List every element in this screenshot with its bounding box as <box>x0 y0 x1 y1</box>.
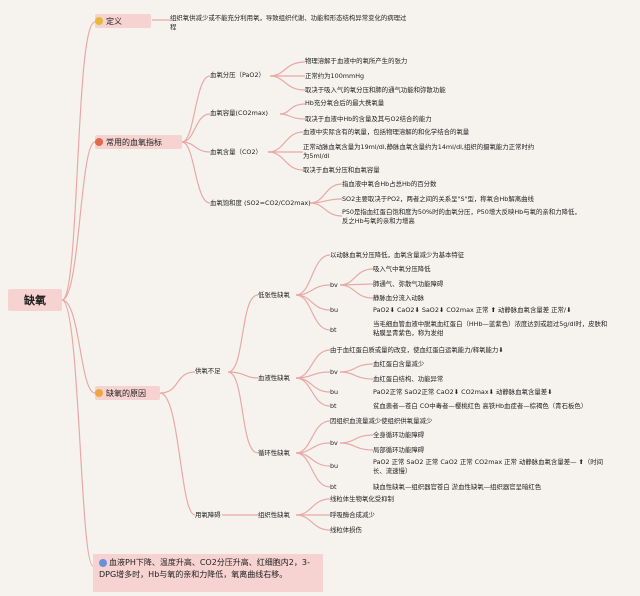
hypotonic-bv-item: 吸入气中氧分压降低 <box>373 265 431 273</box>
hypotonic-bu: bu <box>330 306 339 314</box>
cause-icon <box>95 389 103 397</box>
note-icon <box>99 558 107 567</box>
histogenous-item: 线粒体生物氧化受抑制 <box>330 495 394 503</box>
hemic-bu-text: PaO2正常 SaO2正常 CaO2⬇ CO2max⬇ 动静脉血氧含量差⬇ <box>373 388 553 396</box>
circulatory-bv: bv <box>330 439 338 447</box>
hemic-bu: bu <box>330 388 339 396</box>
oxygen-curve-note[interactable]: 血液PH下降、温度升高、CO2分压升高、红细胞内2，3-DPG增多时，Hb与氧的… <box>93 554 323 592</box>
circulatory-bv-item: 全身循环功能障碍 <box>373 431 425 439</box>
utilization-disorder: 用氧障碍 <box>195 511 221 519</box>
index-note: Hb充分氧合后的最大携氧量 <box>305 99 385 107</box>
circulatory-desc: 因组织血流量减少使组织供氧量减少 <box>330 417 433 425</box>
index-note: 正常约为100mmHg <box>305 72 365 80</box>
hemic-bt: bt <box>330 402 337 410</box>
index-note: SO2主要取决于PO2，两者之间的关系呈"S"型，称氧合Hb解离曲线 <box>342 195 534 203</box>
index-label: 常用的血氧指标 <box>106 137 162 147</box>
circulatory-bt: bt <box>330 483 337 491</box>
index-note: 取决于血氧分压和血氧容量 <box>303 166 380 174</box>
index-note: 正常动脉血氧含量为19ml/dl,静脉血氧含量约为14ml/dl,组织的摄氧能力… <box>303 143 535 160</box>
definition-icon <box>95 17 103 25</box>
index-item: 血氧含量（CO2） <box>210 148 262 156</box>
circulatory-hypoxia: 循环性缺氧 <box>258 449 290 457</box>
hypotonic-bt: bt <box>330 326 337 334</box>
index-note: 取决于吸入气的氧分压和肺的通气功能和弥散功能 <box>305 86 446 94</box>
blood-oxygen-index-node[interactable]: 常用的血氧指标 <box>95 135 182 149</box>
index-item: 血氧分压（PaO2） <box>210 71 265 79</box>
hypotonic-bv: bv <box>330 281 338 289</box>
cause-label: 缺氧的原因 <box>106 388 146 398</box>
index-note: 物理溶解于血液中的氧所产生的张力 <box>305 57 408 65</box>
circulatory-bu-text: PaO2 正常 SaO2 正常 CaO2 正常 CO2max 正常 动静脉血氧含… <box>373 458 604 475</box>
index-note: 血液中实际含有的氧量，包括物理溶解的和化学结合的氧量 <box>303 128 470 136</box>
supply-insufficient: 供氧不足 <box>195 367 221 375</box>
definition-node[interactable]: 定义 <box>95 14 151 28</box>
hypotonic-bu-text: PaO2⬇ CaO2⬇ SaO2⬇ CO2max 正常 ⬆ 动静脉血氧含量差 正… <box>373 306 572 314</box>
hypoxia-cause-node[interactable]: 缺氧的原因 <box>95 386 160 400</box>
hypotonic-desc: 以动脉血氧分压降低，血氧含量减少为基本特征 <box>330 251 465 259</box>
blood-drop-icon <box>95 138 103 146</box>
histogenous-item: 线粒体损伤 <box>330 526 362 534</box>
circulatory-bu: bu <box>330 462 339 470</box>
circulatory-bv-item: 局部循环功能障碍 <box>373 446 425 454</box>
hemic-bv: bv <box>330 368 338 376</box>
hypotonic-bv-item: 肺通气、弥散气功能障碍 <box>373 280 444 288</box>
hypotonic-bt-text: 当毛细血管血液中脱氧血红蛋白（HHb—蓝紫色）浓度达到或超过5g/dl时，皮肤和… <box>373 320 608 337</box>
hemic-desc: 由于血红蛋白质或量的改变，使血红蛋白运氧能力/释氧能力⬇ <box>330 346 504 354</box>
histogenous-hypoxia: 组织性缺氧 <box>258 511 290 519</box>
index-item: 血氧容量(CO2max) <box>210 109 269 117</box>
index-note: P50是指血红蛋白饱和度为50%时的血氧分压，P50增大反映Hb与氧的亲和力降低… <box>342 208 581 225</box>
definition-text: 组织氧供减少或不能充分利用氧，导致组织代谢、功能和形态结构异常变化的病理过程 <box>170 14 407 31</box>
index-note: 取决于血液中Hb的含量及其与O2结合的能力 <box>305 115 432 123</box>
bottom-text: 血液PH下降、温度升高、CO2分压升高、红细胞内2，3-DPG增多时，Hb与氧的… <box>99 558 310 579</box>
circulatory-bt-text: 缺血性缺氧—组织器官苍白 淤血性缺氧—组织器官呈暗红色 <box>373 483 542 491</box>
definition-label: 定义 <box>106 16 122 26</box>
hemic-bv-item: 血红蛋白含量减少 <box>373 360 425 368</box>
hypotonic-hypoxia: 低张性缺氧 <box>258 291 290 299</box>
index-item: 血氧饱和度 (SO2=CO2/CO2max) <box>210 199 311 207</box>
histogenous-item: 呼吸酶合成减少 <box>330 511 375 519</box>
hypotonic-bv-item: 静脉血分流入动脉 <box>373 294 425 302</box>
hemic-bv-item: 血红蛋白结构、功能异常 <box>373 375 444 383</box>
hemic-bt-text: 贫血患者—苍白 CO中毒者—樱桃红色 高铁Hb血症者—棕褐色（青石板色） <box>373 402 588 410</box>
hemic-hypoxia: 血液性缺氧 <box>258 374 290 382</box>
root-node[interactable]: 缺氧 <box>8 289 62 311</box>
index-note: 指血液中氧合Hb占总Hb的百分数 <box>342 180 437 188</box>
